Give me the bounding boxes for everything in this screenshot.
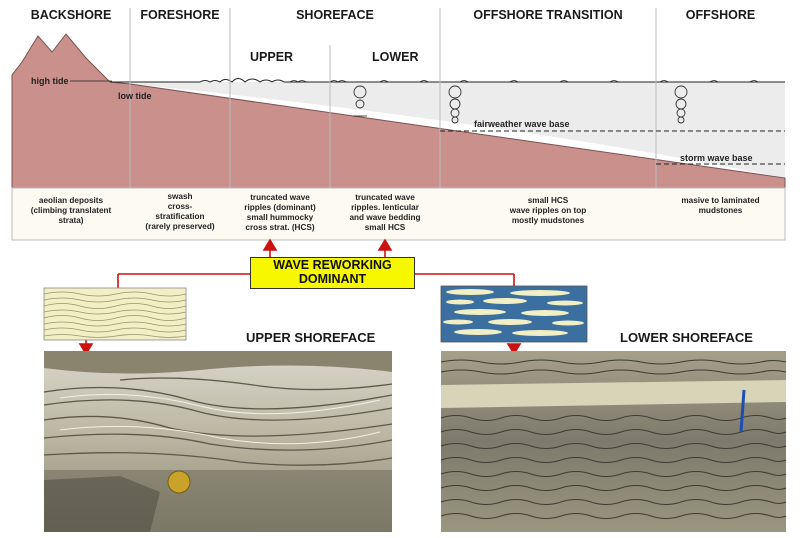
pen-scale bbox=[739, 389, 746, 433]
desc-offshore-transition: small HCS wave ripples on top mostly mud… bbox=[509, 196, 587, 225]
subzone-lower: LOWER bbox=[372, 50, 419, 64]
upper-shoreface-sketch bbox=[43, 287, 187, 341]
zone-foreshore: FORESHORE bbox=[140, 8, 220, 22]
zone-shoreface: SHOREFACE bbox=[296, 8, 374, 22]
desc-foreshore: swash cross- stratification (rarely pres… bbox=[145, 192, 215, 231]
desc-backshore: aeolian deposits (climbing translatent s… bbox=[30, 196, 112, 225]
orbital-icon-lower bbox=[353, 85, 367, 117]
water-body bbox=[110, 82, 785, 178]
high-tide-label: high tide bbox=[31, 76, 69, 86]
zone-offshore-transition: OFFSHORE TRANSITION bbox=[473, 8, 623, 22]
description-band bbox=[11, 187, 786, 241]
orbital-icon-transition bbox=[448, 85, 462, 124]
lower-shoreface-photo bbox=[440, 351, 787, 532]
coin-scale bbox=[167, 470, 191, 494]
zone-backshore: BACKSHORE bbox=[30, 8, 112, 22]
subzone-upper: UPPER bbox=[250, 50, 294, 64]
banner-line-2: DOMINANT bbox=[298, 272, 367, 286]
zone-offshore: OFFSHORE bbox=[685, 8, 756, 22]
banner-line-1: WAVE REWORKING bbox=[273, 258, 392, 272]
wave-ticks bbox=[289, 80, 759, 83]
desc-offshore: masive to laminated mudstones bbox=[681, 196, 760, 215]
lower-shoreface-title: LOWER SHOREFACE bbox=[620, 330, 753, 345]
water-surface bbox=[110, 78, 785, 83]
upper-shoreface-photo bbox=[43, 351, 393, 532]
desc-upper-shoreface: truncated wave ripples (dominant) small … bbox=[244, 193, 316, 232]
sediment-wedge bbox=[11, 33, 786, 189]
orbital-icon-offshore bbox=[674, 85, 688, 124]
storm-label: storm wave base bbox=[680, 153, 753, 163]
upper-shoreface-title: UPPER SHOREFACE bbox=[246, 330, 376, 345]
lower-shoreface-sketch bbox=[440, 285, 588, 343]
connector-arrows bbox=[78, 238, 522, 356]
fairweather-label: fairweather wave base bbox=[474, 119, 570, 129]
wave-reworking-banner: WAVE REWORKING DOMINANT bbox=[250, 257, 415, 289]
low-tide-label: low tide bbox=[118, 91, 152, 101]
desc-lower-shoreface: truncated wave ripples. lenticular and w… bbox=[349, 193, 421, 232]
